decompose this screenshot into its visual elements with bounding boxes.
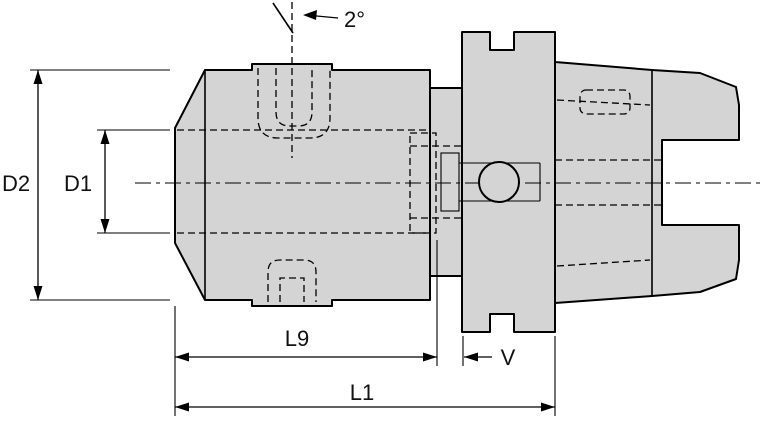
l1-dimension: L1: [175, 336, 556, 416]
d2-label: D2: [2, 171, 30, 196]
holder-body: [174, 63, 431, 307]
l9-label: L9: [285, 326, 309, 351]
hidden-detail: [177, 2, 662, 302]
bottom-hole-outer: [267, 259, 317, 302]
angle-label: 2°: [344, 7, 365, 32]
angle-arrowhead: [303, 10, 317, 20]
tool-holder-outline: [174, 31, 740, 333]
angle-dimension: 2°: [272, 2, 365, 34]
shank-hidden-bottom: [556, 259, 651, 267]
lock-ball-mechanism: [440, 152, 541, 212]
bottom-hole-inner: [279, 277, 305, 302]
d1-label: D1: [64, 171, 92, 196]
set-screw-counterbore: [257, 68, 331, 139]
l1-arrow-left: [175, 402, 189, 412]
l1-arrow-right: [541, 402, 555, 412]
neck: [429, 87, 463, 277]
shank-hidden-top: [556, 99, 651, 106]
lock-slot-housing: [440, 152, 460, 212]
d1-arrow-bottom: [100, 219, 110, 233]
d2-dimension: D2: [2, 69, 170, 301]
lock-ball: [478, 161, 520, 203]
set-screw-body: [275, 68, 313, 127]
v-arrowhead: [464, 352, 478, 362]
d1-dimension: D1: [64, 129, 170, 234]
l9-dimension: L9: [174, 240, 438, 416]
l1-label: L1: [350, 380, 374, 405]
v-dimension: V: [462, 336, 516, 370]
d2-arrow-top: [33, 70, 43, 84]
l9-arrow-left: [175, 352, 189, 362]
hidden-pocket: [409, 132, 437, 234]
angle-reference-line: [272, 2, 294, 34]
v-label: V: [501, 345, 516, 370]
d2-arrow-bottom: [33, 286, 43, 300]
d1-arrow-top: [100, 130, 110, 144]
l9-arrow-right: [423, 352, 437, 362]
balance-hole: [579, 89, 631, 115]
